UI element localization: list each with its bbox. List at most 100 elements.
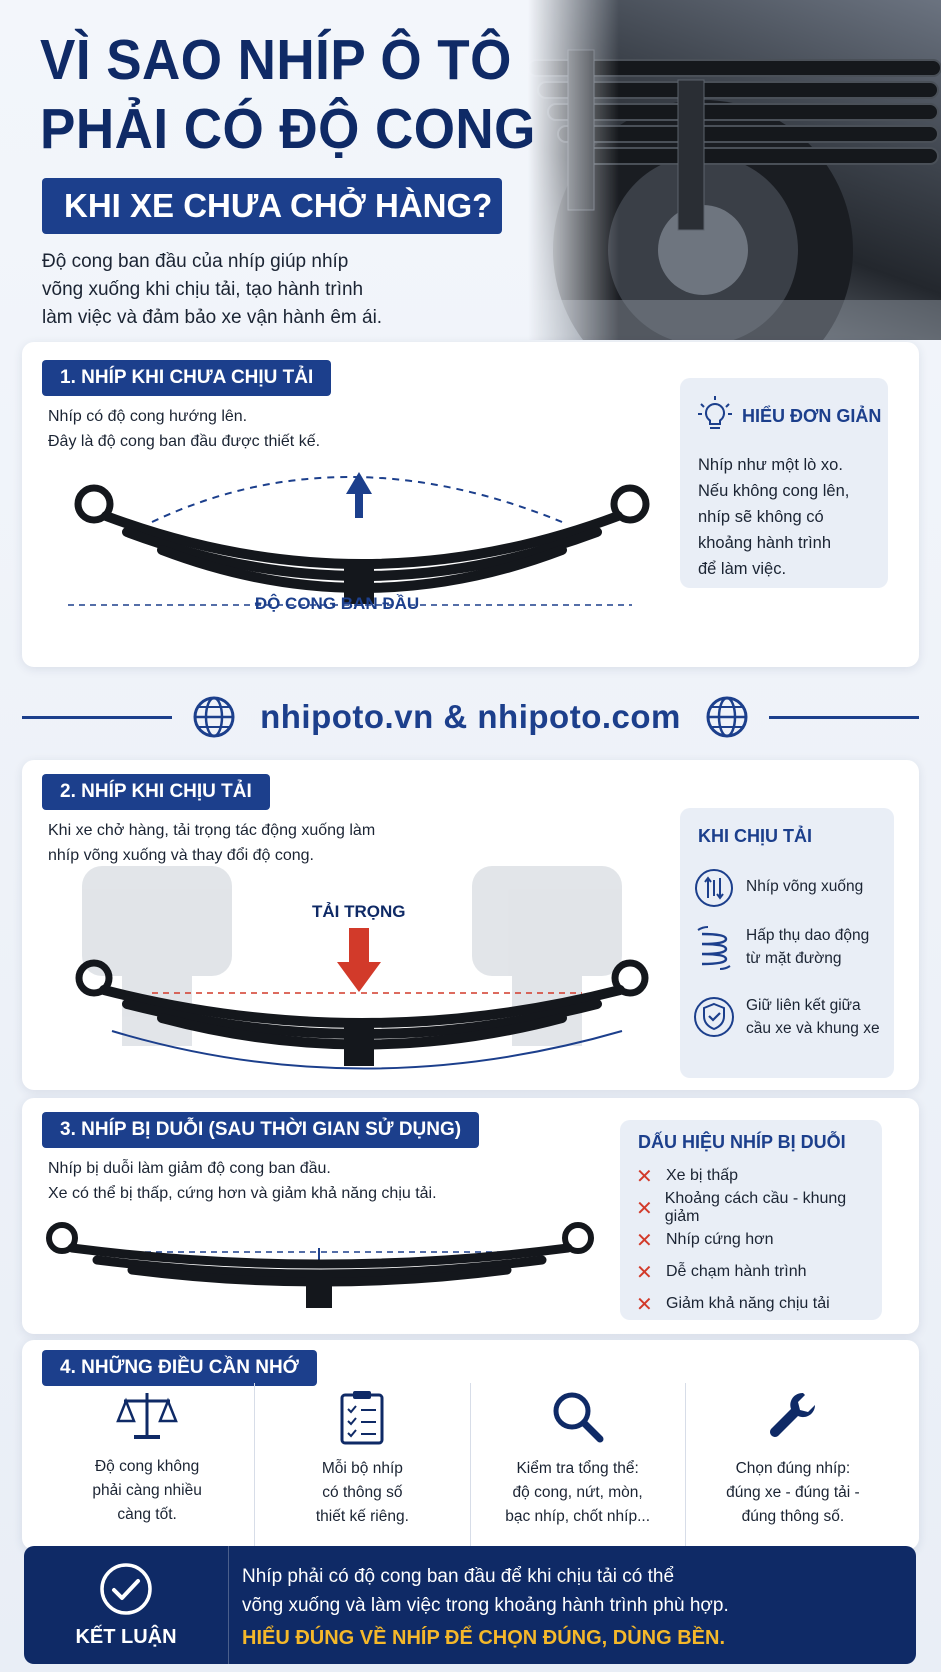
sign-item: ✕ Xe bị thấp: [636, 1160, 876, 1192]
section2-text-line: Khi xe chở hàng, tải trọng tác động xuốn…: [48, 822, 376, 839]
conclusion-banner: KẾT LUẬN Nhíp phải có độ cong ban đầu để…: [24, 1546, 916, 1664]
divider-line: [22, 715, 173, 719]
under-load-box: KHI CHỊU TẢI Nhíp võng xuống Hấp thụ dao…: [680, 808, 894, 1078]
tip-item: Chọn đúng nhíp: đúng xe - đúng tải - đún…: [686, 1383, 900, 1548]
clipboard-checklist-icon: [340, 1391, 384, 1445]
conclusion-highlight: HIỂU ĐÚNG VỀ NHÍP ĐỂ CHỌN ĐÚNG, DÙNG BỀN…: [242, 1627, 726, 1649]
loaded-spring-diagram: [75, 866, 649, 1070]
center-clamp: [344, 1026, 374, 1066]
x-mark-icon: ✕: [636, 1197, 653, 1220]
section1-text: Nhíp có độ cong hướng lên. Đây là độ con…: [48, 404, 320, 454]
flattened-signs-title: DẤU HIỆU NHÍP BỊ DUỖI: [638, 1132, 846, 1152]
intro-text: Độ cong ban đầu của nhíp giúp nhíp võng …: [42, 248, 462, 332]
section4-card: 4. NHỮNG ĐIỀU CẦN NHỚ: [22, 1340, 919, 1550]
sign-item: ✕ Giảm khả năng chịu tải: [636, 1288, 876, 1320]
sign-item-text: Dễ chạm hành trình: [666, 1263, 807, 1280]
globe-icon: [706, 696, 748, 738]
unloaded-spring-diagram: [68, 472, 650, 606]
under-load-item-line: Giữ liên kết giữa: [746, 997, 861, 1014]
section1-text-line: Đây là độ cong ban đầu được thiết kế.: [48, 433, 321, 450]
flattened-spring-diagram: [46, 1222, 594, 1308]
x-mark-icon: ✕: [636, 1165, 653, 1188]
intro-line: Độ cong ban đầu của nhíp giúp nhíp: [42, 251, 349, 272]
globe-icon: [193, 696, 235, 738]
website-banner: nhipoto.vn & nhipoto.com: [0, 692, 941, 742]
sign-item-text: Giảm khả năng chịu tải: [666, 1295, 830, 1312]
section3-label: 3. NHÍP BỊ DUỖI (SAU THỜI GIAN SỬ DỤNG): [42, 1112, 480, 1148]
initial-curve-dashed: [151, 476, 563, 523]
under-load-item-line: từ mặt đường: [746, 950, 842, 967]
scale-icon: [116, 1393, 178, 1439]
section3-text-line: Nhíp bị duỗi làm giảm độ cong ban đầu.: [48, 1160, 331, 1177]
shield-check-icon: [694, 997, 734, 1037]
conclusion-label: KẾT LUẬN: [75, 1625, 177, 1648]
side-line: Nhíp như một lò xo.: [698, 456, 843, 474]
section2-text: Khi xe chở hàng, tải trọng tác động xuốn…: [48, 818, 375, 868]
side-line: nhíp sẽ không có: [698, 508, 824, 526]
tips-row: Độ cong không phải càng nhiều càng tốt. …: [40, 1383, 900, 1548]
x-mark-icon: ✕: [636, 1293, 653, 1316]
page-title-line1: VÌ SAO NHÍP Ô TÔ: [40, 28, 512, 92]
divider-line: [768, 715, 919, 719]
magnifier-icon: [553, 1392, 604, 1443]
sign-item-text: Xe bị thấp: [666, 1167, 739, 1184]
side-line: Nếu không cong lên,: [698, 482, 850, 500]
section3-text: Nhíp bị duỗi làm giảm độ cong ban đầu. X…: [48, 1156, 437, 1206]
section1-text-line: Nhíp có độ cong hướng lên.: [48, 408, 248, 425]
section1-card: 1. NHÍP KHI CHƯA CHỊU TẢI Nhíp có độ con…: [22, 342, 919, 667]
tip-text: Chọn đúng nhíp: đúng xe - đúng tải - đún…: [726, 1460, 860, 1525]
website-text[interactable]: nhipoto.vn & nhipoto.com: [260, 698, 681, 735]
section1-label: 1. NHÍP KHI CHƯA CHỊU TẢI: [42, 360, 332, 396]
spring-icon: [697, 926, 731, 970]
intro-line: làm việc và đảm bảo xe vận hành êm ái.: [42, 307, 383, 328]
sign-item: ✕ Dễ chạm hành trình: [636, 1256, 876, 1288]
arrow-up-icon: [346, 472, 372, 518]
initial-curve-caption: ĐỘ CONG BAN ĐẦU: [254, 594, 420, 613]
lightbulb-icon: [698, 396, 732, 429]
tip-text: Độ cong không phải càng nhiều càng tốt.: [92, 1458, 202, 1523]
wrench-icon: [769, 1392, 815, 1437]
conclusion-badge: KẾT LUẬN: [24, 1546, 229, 1664]
simple-explanation-title: HIỂU ĐƠN GIẢN: [742, 406, 882, 426]
sign-item: ✕ Nhíp cứng hơn: [636, 1224, 876, 1256]
arrow-down-icon: [337, 928, 381, 992]
sign-item-text: Nhíp cứng hơn: [666, 1231, 774, 1248]
center-clamp: [344, 564, 374, 604]
section3-card: 3. NHÍP BỊ DUỖI (SAU THỜI GIAN SỬ DỤNG) …: [22, 1098, 919, 1334]
under-load-item: Hấp thụ dao động từ mặt đường: [746, 924, 869, 970]
tip-item: Mỗi bộ nhíp có thông số thiết kế riêng.: [255, 1383, 471, 1548]
conclusion-line: Nhíp phải có độ cong ban đầu để khi chịu…: [242, 1566, 675, 1587]
x-mark-icon: ✕: [636, 1229, 653, 1252]
under-load-item-line: Hấp thụ dao động: [746, 927, 870, 944]
check-circle-icon: [100, 1562, 152, 1615]
intro-line: võng xuống khi chịu tải, tạo hành trình: [42, 279, 364, 300]
under-load-item-line: cầu xe và khung xe: [746, 1020, 880, 1037]
conclusion-line: võng xuống và làm việc trong khoảng hành…: [242, 1595, 729, 1616]
flattened-signs-list: ✕ Xe bị thấp ✕ Khoảng cách cầu - khung giả…: [636, 1160, 876, 1320]
tip-item: Độ cong không phải càng nhiều càng tốt.: [40, 1383, 256, 1548]
section2-text-line: nhíp võng xuống và thay đổi độ cong.: [48, 847, 314, 864]
hero-leaf-spring-photo: [528, 0, 941, 340]
sign-item: ✕ Khoảng cách cầu - khung giảm: [636, 1190, 876, 1225]
page-title-line2: PHẢI CÓ ĐỘ CONG: [40, 97, 536, 161]
deflection-curve: [111, 1030, 623, 1070]
simple-explanation-text: Nhíp như một lò xo. Nếu không cong lên, …: [698, 452, 849, 582]
under-load-title: KHI CHỊU TẢI: [698, 826, 812, 846]
flattened-signs-box: DẤU HIỆU NHÍP BỊ DUỖI ✕ Xe bị thấp ✕ Khoản…: [620, 1120, 882, 1320]
section4-label: 4. NHỮNG ĐIỀU CẦN NHỚ: [42, 1350, 317, 1386]
tip-text: Mỗi bộ nhíp có thông số thiết kế riêng.: [315, 1460, 409, 1525]
center-clamp: [306, 1272, 332, 1308]
simple-explanation-box: HIỂU ĐƠN GIẢN Nhíp như một lò xo. Nếu kh…: [680, 378, 888, 588]
page-subtitle: KHI XE CHƯA CHỞ HÀNG?: [42, 178, 502, 234]
load-label: TẢI TRỌNG: [312, 902, 406, 921]
side-line: để làm việc.: [698, 560, 787, 578]
section3-text-line: Xe có thể bị thấp, cứng hơn và giảm khả …: [48, 1185, 437, 1202]
tip-text: Kiểm tra tổng thể: độ cong, nứt, mòn, bạ…: [505, 1460, 651, 1525]
conclusion-text: Nhíp phải có độ cong ban đầu để khi chịu…: [242, 1562, 902, 1653]
section2-card: 2. NHÍP KHI CHỊU TẢI Khi xe chở hàng, tả…: [22, 760, 919, 1090]
section2-label: 2. NHÍP KHI CHỊU TẢI: [42, 774, 270, 810]
x-mark-icon: ✕: [636, 1261, 653, 1284]
under-load-item: Nhíp võng xuống: [746, 878, 864, 895]
sign-item-text: Khoảng cách cầu - khung giảm: [664, 1190, 847, 1225]
compress-arrows-icon: [695, 869, 733, 907]
